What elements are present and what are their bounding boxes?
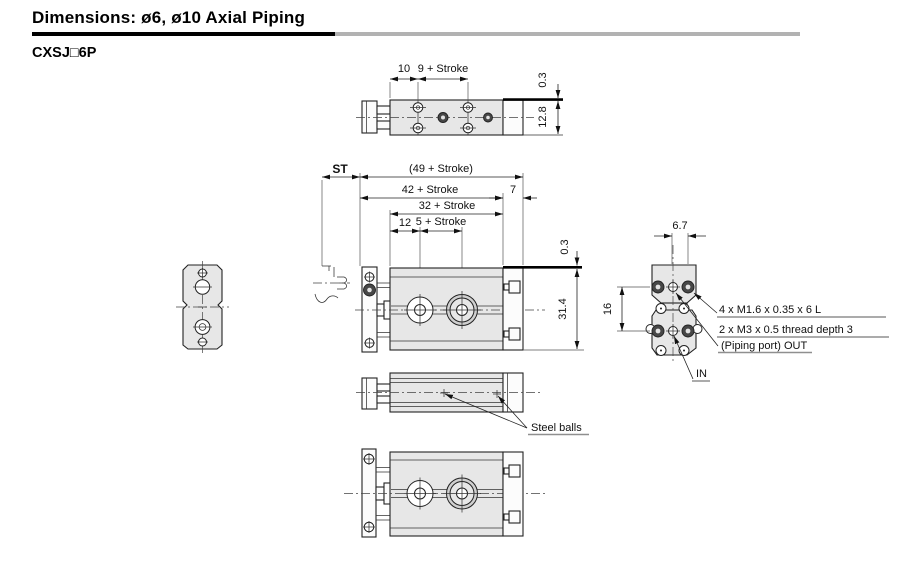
model-code: CXSJ□6P (32, 45, 97, 61)
dim-height: 31.4 (557, 298, 569, 319)
dim-table-length: 32 + Stroke (419, 200, 476, 212)
dim-hole-pitch: 9 + Stroke (418, 63, 468, 75)
dim-thread-pitch: 6.7 (672, 220, 687, 232)
rod-knob (361, 377, 378, 410)
mounting-holes (410, 102, 476, 134)
right-end-view: 6.7 (602, 220, 889, 382)
piping-ports (666, 280, 680, 338)
section-view: Steel balls (356, 372, 589, 436)
page-title: Dimensions: ø6, ø10 Axial Piping (32, 8, 306, 27)
callout-steel-balls: Steel balls (531, 422, 582, 434)
rod-knob (361, 100, 378, 134)
left-end-view (176, 261, 229, 353)
top-view: 10 9 + Stroke 0.3 12.8 (356, 63, 563, 136)
thread-holes (651, 280, 695, 338)
title-underline-black (32, 32, 335, 36)
callout-port-in: IN (696, 368, 707, 380)
dim-overall: (49 + Stroke) (409, 163, 473, 175)
callout-port-thread: 2 x M3 x 0.5 thread depth 3 (719, 324, 853, 336)
dim-body-length: 42 + Stroke (402, 184, 459, 196)
callout-thread: 4 x M1.6 x 0.35 x 6 L (719, 304, 821, 316)
dim-hole-offset: 10 (398, 63, 410, 75)
dim-boss-pitch: 5 + Stroke (416, 216, 466, 228)
dim-end-block: 7 (510, 184, 516, 196)
dim-port-pitch: 16 (602, 303, 614, 315)
port-fitting (503, 464, 521, 524)
dim-first-boss: 12 (399, 217, 411, 229)
title-underline-gray (335, 32, 800, 36)
steel-ball-marks (440, 389, 501, 398)
rod-clevis (376, 105, 391, 115)
dim-stroke: ST (332, 162, 348, 176)
dim-height: 12.8 (537, 106, 549, 127)
dim-table-step: 0.3 (559, 239, 571, 254)
bottom-view (344, 448, 545, 538)
port-fitting (503, 280, 521, 341)
front-view: ST (49 + Stroke) 42 + Stroke 7 32 + Stro… (313, 162, 584, 353)
dim-table-step: 0.3 (537, 72, 549, 87)
callout-port-out: (Piping port) OUT (721, 340, 807, 352)
stroke-phantom-outline (313, 180, 350, 303)
